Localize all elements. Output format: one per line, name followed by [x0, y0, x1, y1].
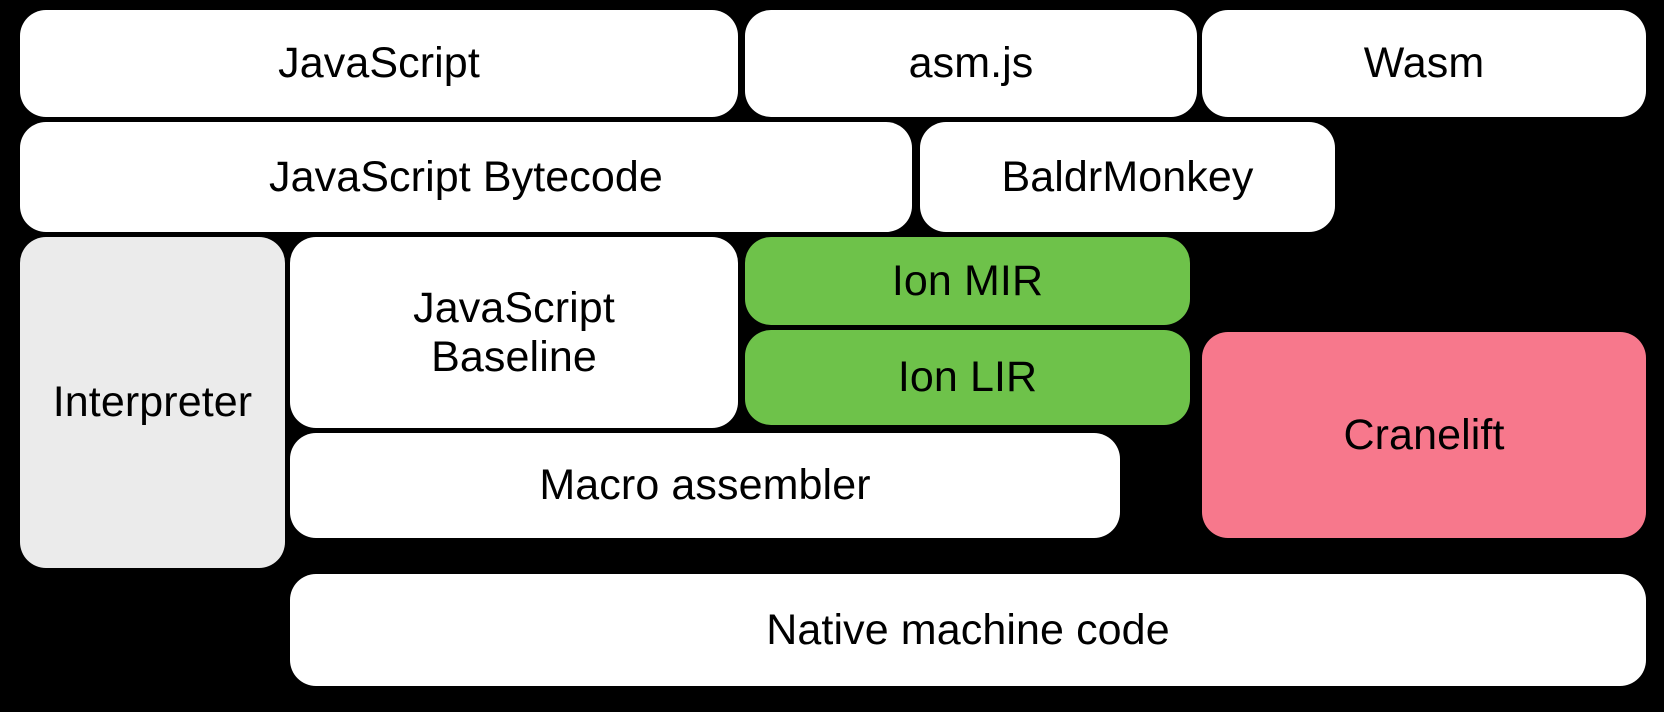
node-macro-assembler: Macro assembler [290, 433, 1120, 538]
node-baldrmonkey: BaldrMonkey [920, 122, 1335, 232]
node-native-machine-code: Native machine code [290, 574, 1646, 686]
node-wasm: Wasm [1202, 10, 1646, 117]
node-ion-lir: Ion LIR [745, 330, 1190, 425]
node-interpreter: Interpreter [20, 237, 285, 568]
node-asmjs: asm.js [745, 10, 1197, 117]
node-js-bytecode: JavaScript Bytecode [20, 122, 912, 232]
node-js-baseline: JavaScript Baseline [290, 237, 738, 428]
node-javascript: JavaScript [20, 10, 738, 117]
node-cranelift: Cranelift [1202, 332, 1646, 538]
node-ion-mir: Ion MIR [745, 237, 1190, 325]
